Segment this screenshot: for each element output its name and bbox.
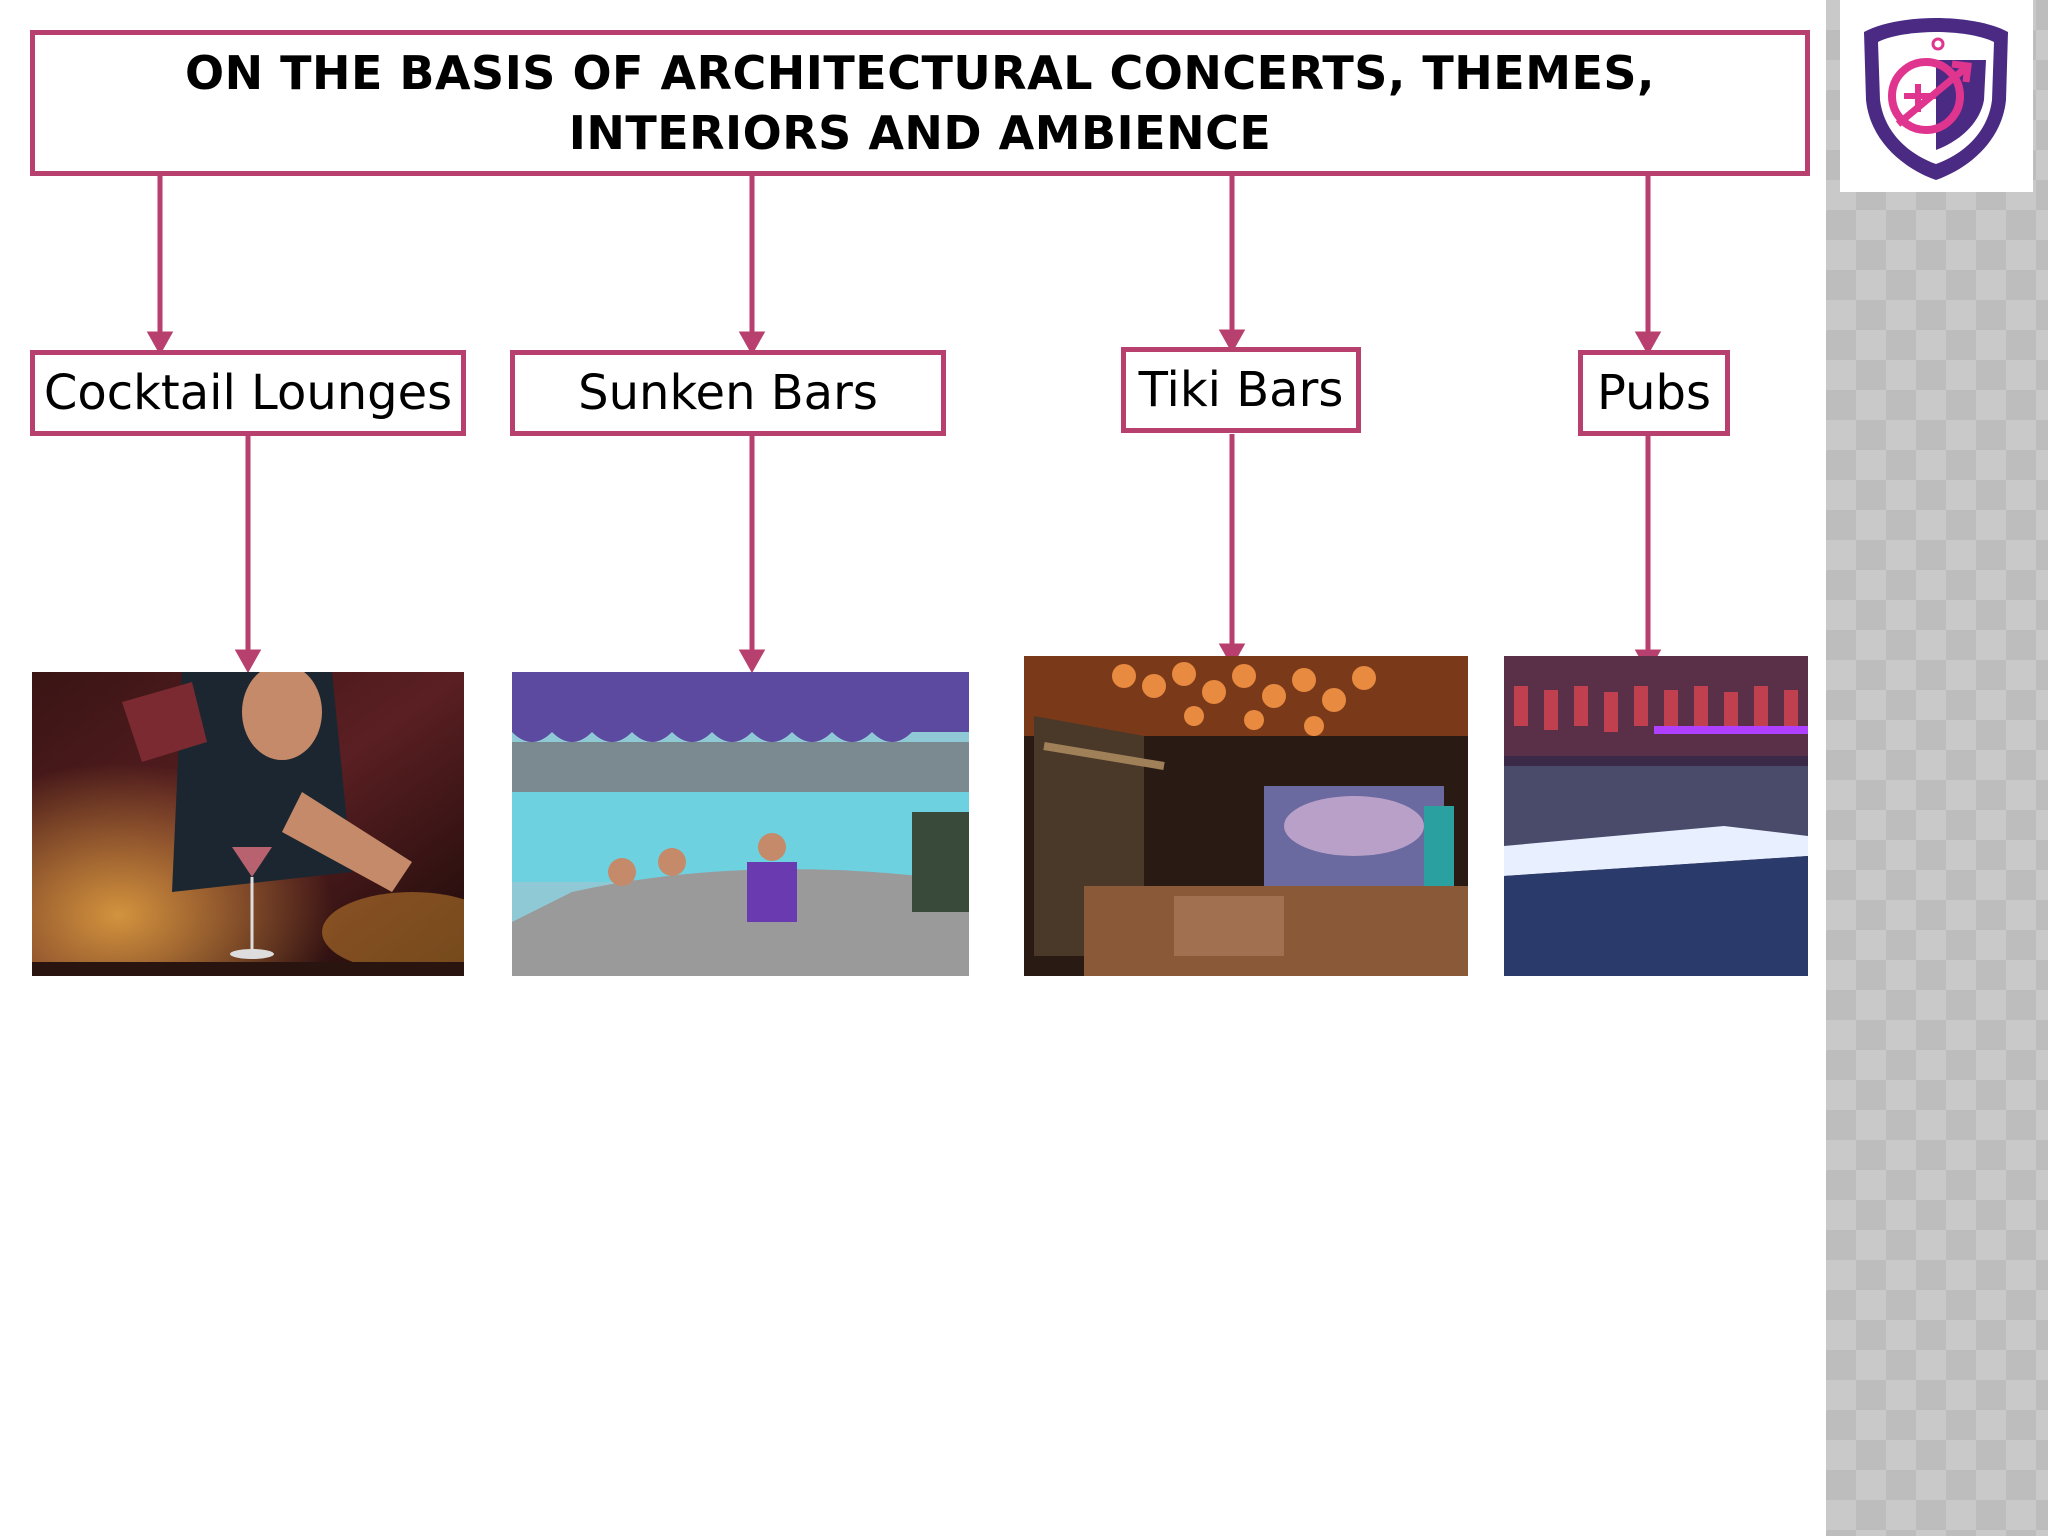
cocktail-lounge-photo [32, 672, 464, 976]
sunken-bar-photo [512, 672, 969, 976]
diagram-title: ON THE BASIS OF ARCHITECTURAL CONCERTS, … [184, 46, 1656, 160]
tiki-bar-photo [1024, 656, 1468, 976]
category-box-tiki-bars: Tiki Bars [1121, 347, 1361, 433]
category-label: Sunken Bars [578, 365, 878, 421]
category-label: Tiki Bars [1138, 362, 1344, 418]
diagram-title-box: ON THE BASIS OF ARCHITECTURAL CONCERTS, … [30, 30, 1810, 176]
decorative-side-panel [1826, 0, 2048, 1536]
pub-photo [1504, 656, 1808, 976]
logo [1840, 0, 2033, 192]
category-box-pubs: Pubs [1578, 350, 1730, 436]
shield-arrow-logo-icon [1864, 18, 2008, 180]
category-label: Cocktail Lounges [43, 365, 453, 421]
category-box-sunken-bars: Sunken Bars [510, 350, 946, 436]
category-label: Pubs [1597, 365, 1711, 421]
category-box-cocktail-lounges: Cocktail Lounges [30, 350, 466, 436]
